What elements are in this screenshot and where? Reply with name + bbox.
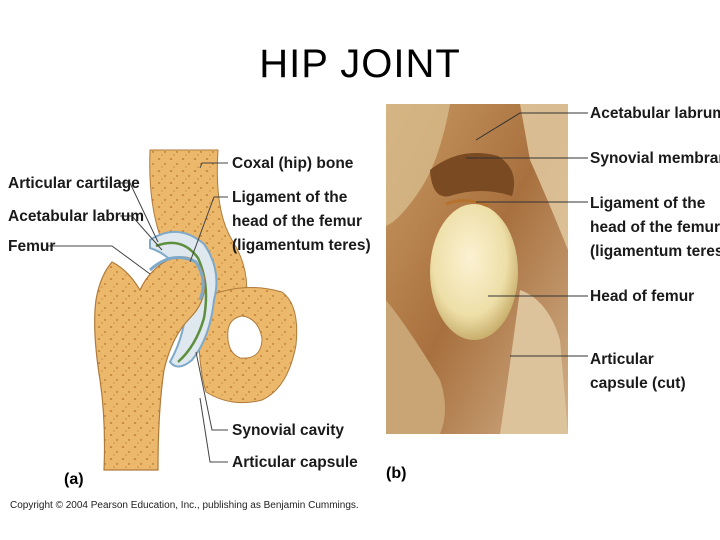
label-ligament-a-2: head of the femur (232, 213, 362, 230)
label-capsule-b-2: capsule (cut) (590, 375, 686, 392)
copyright-notice: Copyright © 2004 Pearson Education, Inc.… (10, 500, 359, 511)
label-ligament-b-1: Ligament of the (590, 195, 706, 212)
femur-head-photo (430, 204, 518, 340)
label-capsule-b-1: Articular (590, 351, 654, 368)
panel-a-illustration (48, 149, 298, 471)
femur (94, 256, 206, 471)
label-acetabular-labrum-a: Acetabular labrum (8, 208, 144, 225)
articular-cartilage (148, 256, 205, 301)
label-acetabular-labrum-b: Acetabular labrum (590, 105, 720, 122)
panel-b-tag: (b) (386, 465, 406, 482)
label-femur: Femur (8, 238, 55, 255)
label-ligament-a-1: Ligament of the (232, 189, 348, 206)
label-ligament-a-3: (ligamentum teres) (232, 237, 371, 254)
label-head-of-femur: Head of femur (590, 288, 694, 305)
label-articular-capsule-a: Articular capsule (232, 454, 358, 471)
panel-a-tag: (a) (64, 471, 84, 488)
label-ligament-b-3: (ligamentum teres) (590, 243, 720, 260)
panel-b-photo (386, 104, 568, 434)
label-synovial-cavity: Synovial cavity (232, 422, 344, 439)
label-synovial-membrane: Synovial membrane (590, 150, 720, 167)
panel-a-leaders (48, 162, 228, 463)
slide-title: HIP JOINT (259, 42, 461, 86)
label-articular-cartilage: Articular cartilage (8, 175, 140, 192)
synovial-membrane-line (155, 241, 208, 363)
panel-b-leaders (466, 112, 588, 357)
ischium (198, 287, 298, 404)
label-ligament-b-2: head of the femur (590, 219, 720, 236)
label-coxal-bone: Coxal (hip) bone (232, 155, 354, 172)
